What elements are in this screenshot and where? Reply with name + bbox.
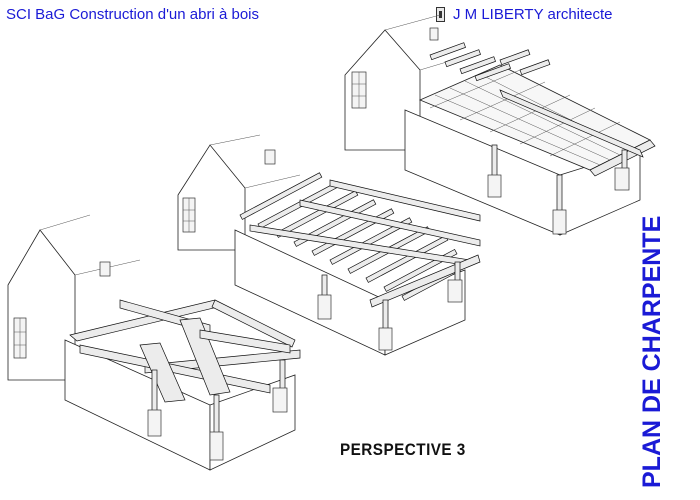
sheet-title: PLAN DE CHARPENTE xyxy=(638,215,666,488)
post-1b xyxy=(556,174,563,214)
project-title: SCI BaG Construction d'un abri à bois xyxy=(6,6,259,23)
perspective-view-beams xyxy=(7,214,301,471)
post-1a xyxy=(491,144,498,178)
rafters-1 xyxy=(429,42,551,82)
post-2b xyxy=(382,299,389,331)
architect-logo-icon xyxy=(436,7,445,22)
perspective-view-roofed xyxy=(344,14,656,236)
post-3a xyxy=(151,369,158,413)
house-gable-1 xyxy=(344,29,421,151)
post-3b xyxy=(213,394,220,436)
post-2a xyxy=(321,274,328,298)
beams-3 xyxy=(69,299,301,403)
architect-name: J M LIBERTY architecte xyxy=(453,6,613,23)
perspective-label: PERSPECTIVE 3 xyxy=(340,440,466,459)
perspective-view-rafters xyxy=(177,134,481,356)
architect-credit: J M LIBERTY architecte xyxy=(436,6,613,23)
